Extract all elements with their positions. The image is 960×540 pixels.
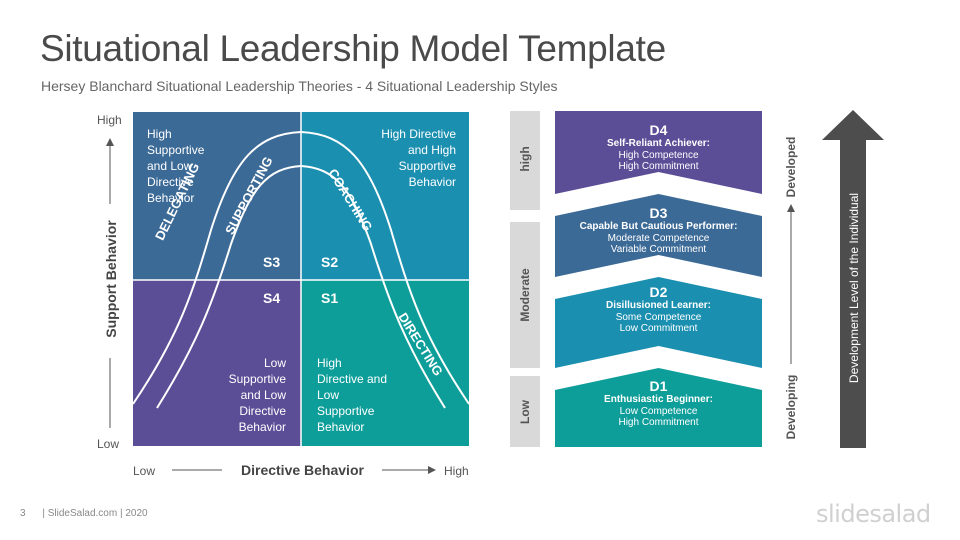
- stage-d3-code: D3: [649, 205, 668, 221]
- style-s2: S2: [321, 254, 339, 270]
- quadrant-top-left: [133, 112, 301, 280]
- stage-d2: D2 Disillusioned Learner: Some Competenc…: [555, 284, 762, 334]
- stage-d2-name: Disillusioned Learner:: [605, 300, 712, 311]
- x-axis-high: High: [444, 464, 469, 478]
- quadrant-bottom-right: [301, 280, 469, 446]
- matrix-gridlines: [133, 112, 469, 446]
- x-axis-low: Low: [133, 464, 156, 478]
- stage-d3: D3 Capable But Cautious Performer: Moder…: [555, 205, 762, 255]
- stage-d3-name: Capable But Cautious Performer:: [579, 221, 738, 232]
- brand-logo: slidesalad: [816, 500, 931, 528]
- footer: 3 | SlideSalad.com | 2020: [20, 508, 148, 519]
- x-axis-label: Directive Behavior: [241, 462, 364, 478]
- leadership-matrix: [133, 112, 469, 446]
- style-s4: S4: [263, 290, 281, 306]
- developed-label: Developed: [784, 136, 798, 198]
- y-axis-label: Support Behavior: [103, 220, 119, 338]
- footer-credit: | SlideSalad.com | 2020: [42, 508, 148, 519]
- level-label-high: high: [518, 146, 532, 172]
- level-box-moderate: [510, 222, 540, 368]
- development-stack: [555, 111, 762, 447]
- level-label-low: Low: [518, 400, 532, 424]
- stage-d2-code: D2: [649, 284, 668, 300]
- page-number: 3: [20, 508, 26, 519]
- stage-d2-line2: Low Commitment: [619, 323, 698, 334]
- leadership-curve: [132, 130, 470, 409]
- stage-shape-d3: [555, 194, 762, 277]
- page-title: Situational Leadership Model Template: [40, 28, 666, 69]
- stage-d1-line1: Low Competence: [619, 406, 698, 417]
- stage-d4: D4 Self-Reliant Achiever: High Competenc…: [555, 122, 762, 172]
- developing-label: Developing: [784, 374, 798, 440]
- stage-d3-line1: Moderate Competence: [607, 233, 710, 244]
- y-axis-high: High: [97, 113, 122, 127]
- style-s1: S1: [321, 290, 339, 306]
- stage-d2-line1: Some Competence: [615, 312, 702, 323]
- style-s3: S3: [263, 254, 281, 270]
- arrow-label: Development Level of the Individual: [847, 192, 861, 384]
- page-subtitle: Hersey Blanchard Situational Leadership …: [41, 78, 558, 94]
- stage-d3-line2: Variable Commitment: [610, 244, 707, 255]
- quadrant-bottom-left: [133, 280, 301, 446]
- stage-d1-line2: High Commitment: [618, 417, 699, 428]
- level-box-low: [510, 376, 540, 447]
- stage-d4-code: D4: [649, 122, 668, 138]
- stage-d1: D1 Enthusiastic Beginner: Low Competence…: [555, 378, 762, 428]
- y-axis-lines: [106, 138, 114, 428]
- development-axis-line: [787, 204, 795, 364]
- stage-d1-code: D1: [649, 378, 668, 394]
- stage-shape-d4: [555, 111, 762, 194]
- quadrant-top-right: [301, 112, 469, 280]
- y-axis-low: Low: [97, 437, 120, 451]
- level-label-moderate: Moderate: [518, 268, 532, 322]
- stage-d4-line2: High Commitment: [618, 161, 699, 172]
- big-up-arrow-icon: [822, 110, 884, 448]
- level-box-high: [510, 111, 540, 210]
- stage-d1-name: Enthusiastic Beginner:: [604, 394, 713, 405]
- stage-d4-line1: High Competence: [618, 150, 699, 161]
- stage-shape-d1: [555, 368, 762, 447]
- x-axis-lines: [172, 466, 436, 474]
- stage-shape-d2: [555, 277, 762, 368]
- stage-d4-name: Self-Reliant Achiever:: [607, 138, 710, 149]
